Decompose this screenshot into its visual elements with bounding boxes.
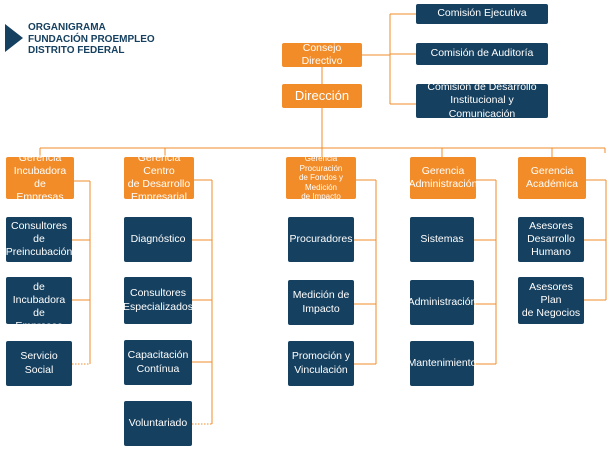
consultores-incubadora-box: Consultores de Incubadora de Empresas [6, 268, 72, 332]
consultores-especializados-box: Consultores Especializados [123, 277, 193, 324]
mantenimiento-box: Mantenimiento [408, 341, 476, 386]
gerencia-centro-desarrollo-box: Gerencia Centro de Desarrollo Empresaria… [124, 152, 194, 203]
asesores-plan-negocios-box: Asesores Plan de Negocios [518, 277, 584, 324]
direccion-box: Dirección [282, 84, 362, 108]
consultores-preincubacion-box: Consultores de Preincubación [6, 217, 72, 262]
title-line-2: FUNDACIÓN PROEMPLEO [28, 33, 155, 45]
logo-chevron-icon [5, 24, 23, 52]
voluntariado-box: Voluntariado [124, 401, 192, 446]
page-title: ORGANIGRAMA FUNDACIÓN PROEMPLEO DISTRITO… [28, 22, 155, 57]
diagnostico-box: Diagnóstico [124, 217, 192, 262]
medicion-impacto-box: Medición de Impacto [288, 280, 354, 325]
consejo-directivo-box: Consejo Directivo [282, 42, 362, 67]
title-line-1: ORGANIGRAMA [28, 22, 106, 33]
procuradores-box: Procuradores [288, 217, 354, 262]
promocion-vinculacion-box: Promoción y Vinculación [288, 341, 354, 386]
servicio-social-box: Servicio Social [6, 341, 72, 386]
capacitacion-continua-box: Capacitación Contínua [124, 340, 192, 385]
gerencia-academica-box: Gerencia Académica [518, 157, 586, 199]
title-line-3: DISTRITO FEDERAL [28, 45, 125, 56]
sistemas-box: Sistemas [410, 217, 474, 262]
comision-desarrollo-box: Comisión de Desarrollo Institucional y C… [416, 81, 548, 120]
gerencia-procuracion-box: Gerencia Procuración de Fondos y Medició… [286, 154, 356, 201]
comision-auditoria-box: Comisión de Auditoría [416, 43, 548, 65]
administracion-box: Administración [408, 280, 476, 325]
gerencia-incubadora-box: Gerencia Incubadora de Empresas [6, 152, 74, 203]
gerencia-administracion-box: Gerencia Administración [409, 157, 477, 199]
asesores-desarrollo-humano-box: Asesores Desarrollo Humano [518, 217, 584, 262]
comision-ejecutiva-box: Comisión Ejecutiva [416, 4, 548, 24]
